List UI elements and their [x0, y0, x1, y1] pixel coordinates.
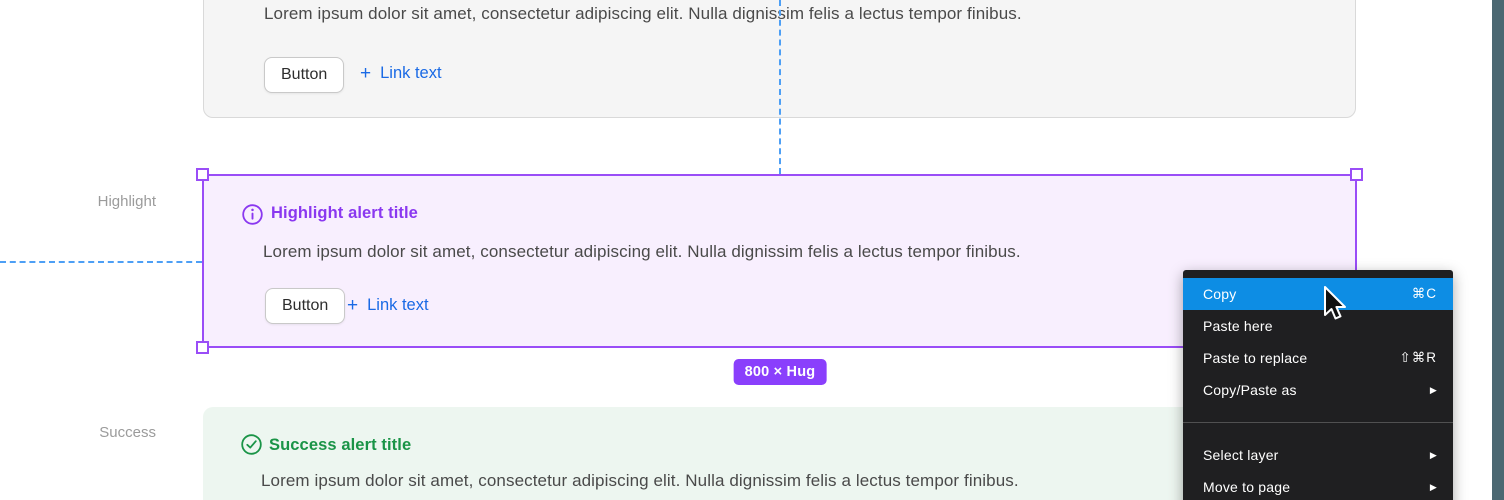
menu-item-label: Copy/Paste as	[1203, 382, 1297, 398]
menu-item-select-layer[interactable]: Select layer ▶	[1183, 439, 1453, 471]
menu-item-label: Select layer	[1203, 447, 1279, 463]
menu-item-copy[interactable]: Copy ⌘C	[1183, 278, 1453, 310]
menu-item-paste-to-replace[interactable]: Paste to replace ⇧⌘R	[1183, 342, 1453, 374]
menu-item-copy-paste-as[interactable]: Copy/Paste as ▶	[1183, 374, 1453, 406]
button-component[interactable]: Button	[264, 57, 345, 93]
alert-card-success[interactable]: Success alert title Lorem ipsum dolor si…	[203, 407, 1356, 500]
plus-icon: +	[347, 295, 359, 316]
menu-item-label: Paste here	[1203, 318, 1273, 334]
alignment-guide-vertical	[779, 0, 781, 174]
alert-card-highlight[interactable]: Highlight alert title Lorem ipsum dolor …	[202, 174, 1357, 348]
link-text[interactable]: + Link text	[347, 296, 429, 315]
alert-title: Highlight alert title	[271, 204, 418, 222]
submenu-arrow-icon: ▶	[1429, 449, 1437, 460]
mouse-cursor-icon	[1324, 286, 1346, 320]
menu-item-label: Move to page	[1203, 479, 1291, 495]
panel-edge-strip	[1492, 0, 1504, 500]
menu-item-label: Paste to replace	[1203, 350, 1308, 366]
button-component[interactable]: Button	[265, 288, 346, 324]
variant-label-highlight: Highlight	[97, 193, 156, 210]
menu-item-label: Copy	[1203, 286, 1237, 302]
info-icon	[242, 204, 263, 225]
context-menu: Copy ⌘C Paste here Paste to replace ⇧⌘R …	[1183, 270, 1453, 500]
check-circle-icon	[241, 434, 262, 455]
menu-divider	[1183, 422, 1453, 423]
plus-icon: +	[360, 63, 372, 84]
menu-item-move-to-page[interactable]: Move to page ▶	[1183, 471, 1453, 500]
alert-body-text: Lorem ipsum dolor sit amet, consectetur …	[263, 242, 1021, 261]
alert-body-text: Lorem ipsum dolor sit amet, consectetur …	[261, 471, 1019, 490]
menu-item-paste-here[interactable]: Paste here	[1183, 310, 1453, 342]
link-text[interactable]: + Link text	[360, 64, 442, 83]
submenu-arrow-icon: ▶	[1429, 481, 1437, 492]
alignment-guide-horizontal	[0, 261, 202, 263]
alert-title: Success alert title	[269, 436, 412, 454]
selection-handle-top-left[interactable]	[196, 168, 209, 181]
selection-handle-top-right[interactable]	[1350, 168, 1363, 181]
link-label: Link text	[367, 296, 429, 314]
link-label: Link text	[380, 64, 442, 82]
menu-shortcut: ⇧⌘R	[1399, 350, 1437, 365]
variant-label-success: Success	[99, 424, 156, 441]
menu-shortcut: ⌘C	[1411, 286, 1437, 301]
selection-size-badge: 800 × Hug	[733, 359, 827, 385]
selection-handle-bottom-left[interactable]	[196, 341, 209, 354]
alert-body-text: Lorem ipsum dolor sit amet, consectetur …	[264, 4, 1022, 23]
submenu-arrow-icon: ▶	[1429, 384, 1437, 395]
